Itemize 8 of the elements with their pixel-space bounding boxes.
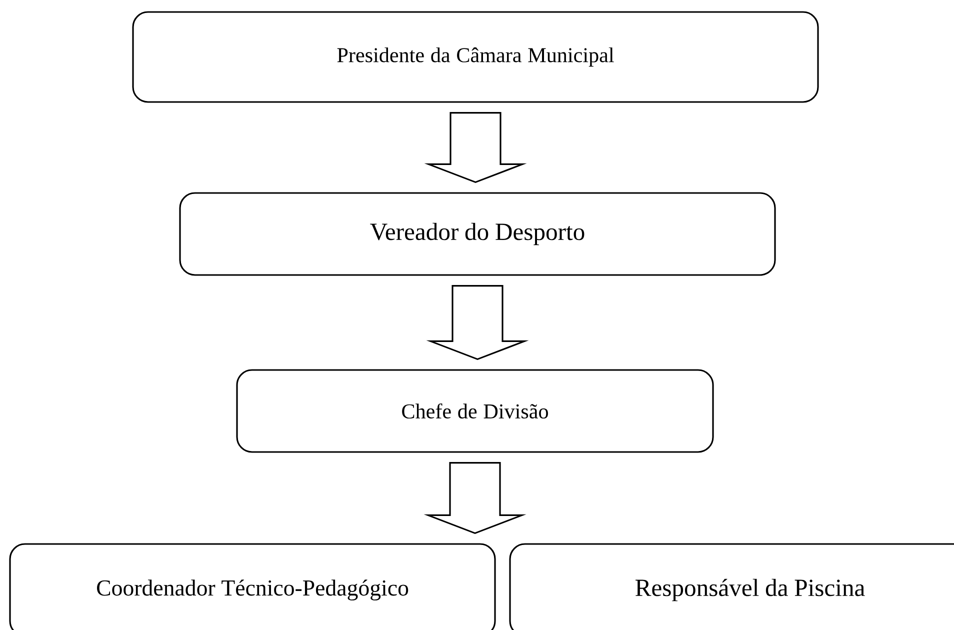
org-box: Presidente da Câmara Municipal [132,11,819,103]
block-arrow [424,462,526,534]
block-arrow [426,285,529,360]
org-box: Vereador do Desporto [179,192,776,276]
block-arrow [424,112,527,184]
org-box: Responsável da Piscina [509,543,954,630]
org-box: Coordenador Técnico-Pedagógico [9,543,496,630]
org-box: Chefe de Divisão [236,369,714,453]
